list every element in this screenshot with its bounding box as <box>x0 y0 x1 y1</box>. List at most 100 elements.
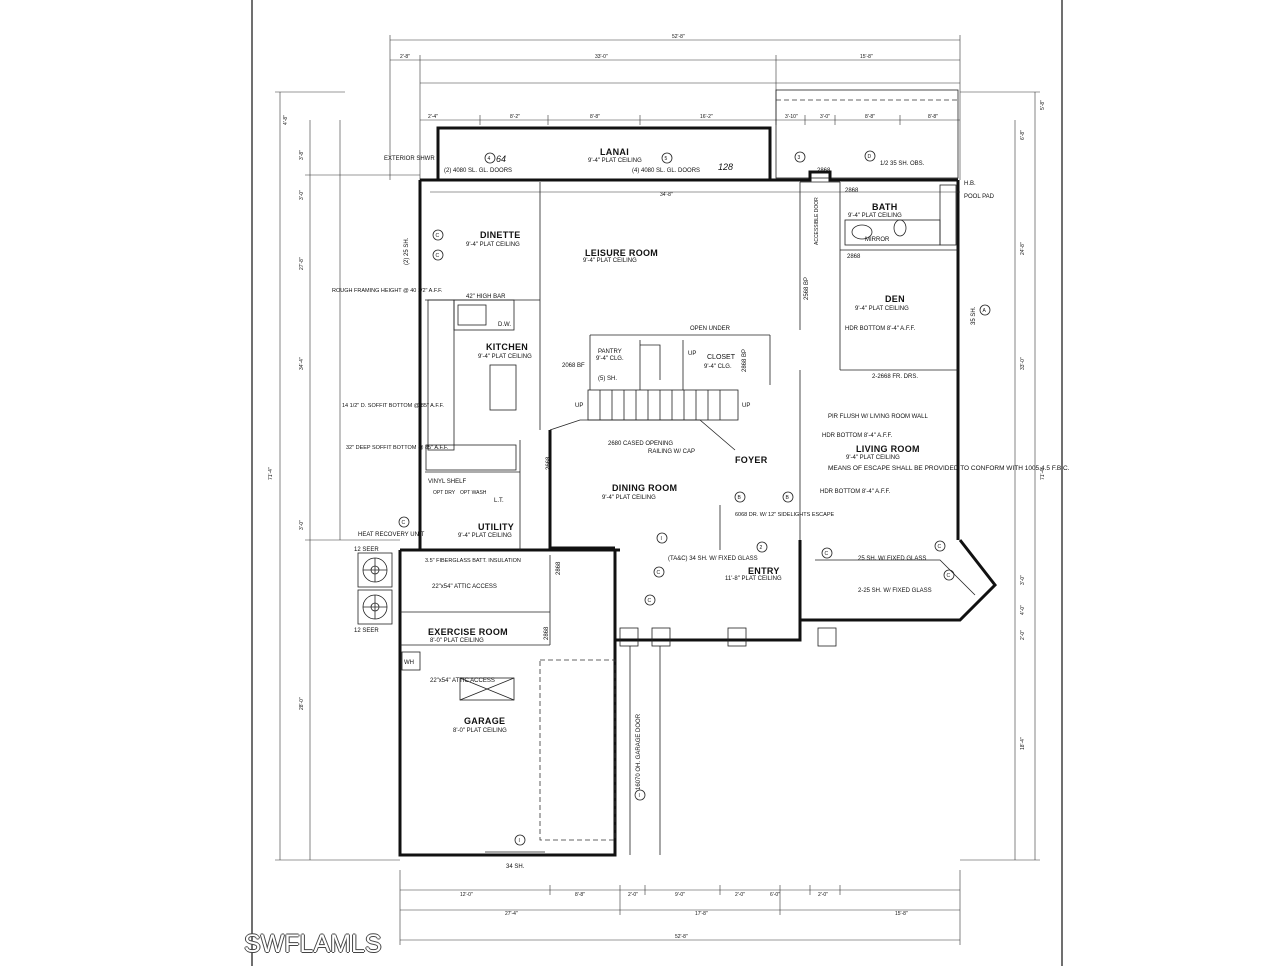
ac-units <box>357 552 393 625</box>
entry-columns <box>619 627 837 855</box>
dim-overall-bottom: 52'-8" <box>675 934 688 940</box>
dim-left-garage: 28'-0" <box>299 697 305 710</box>
note-cased-opening: 2680 CASED OPENING <box>608 441 673 447</box>
note-soffit-32: 32" DEEP SOFFIT BOTTOM @ 85" A.F.F. <box>346 445 449 451</box>
note-hdr-bottom-living2: HDR BOTTOM 8'-4" A.F.F. <box>820 489 891 495</box>
svg-text:2'-4": 2'-4" <box>428 114 438 120</box>
note-doors-right: (4) 4080 SL. GL. DOORS <box>632 168 700 174</box>
room-dining-ceiling: 9'-4" PLAT CEILING <box>602 495 656 501</box>
room-utility-ceiling: 9'-4" PLAT CEILING <box>458 533 512 539</box>
note-sh-35: 35 SH. <box>971 306 977 325</box>
svg-text:3'-0": 3'-0" <box>299 190 305 200</box>
dim-top-right: 15'-8" <box>860 54 873 60</box>
note-door-2668: 2668 <box>546 456 552 470</box>
bottom-dimensions: 12'-0" 8'-8" 2'-0" 9'-0" 2'-0" 6'-0" 2'-… <box>399 870 961 945</box>
room-closet-ceiling: 9'-4" CLG. <box>704 364 732 370</box>
note-door-2068: 2068 BF <box>562 363 585 369</box>
room-garage-name: GARAGE <box>464 716 505 726</box>
dim-left-overall: 71'-4" <box>268 467 274 480</box>
room-lanai-name: LANAI <box>600 147 629 157</box>
note-pantry-sh: (5) SH. <box>598 376 617 382</box>
room-garage-ceiling: 8'-0" PLAT CEILING <box>453 728 507 734</box>
room-entry-name: ENTRY <box>748 566 780 576</box>
dim-left-main: 34'-4" <box>299 357 305 370</box>
svg-text:4'-0": 4'-0" <box>1020 605 1026 615</box>
room-bath-name: BATH <box>872 202 898 212</box>
note-railing: RAILING W/ CAP <box>648 449 695 455</box>
marker-b1: B <box>738 495 742 501</box>
note-pir-flush: PIR FLUSH W/ LIVING ROOM WALL <box>828 414 928 420</box>
note-bp-2868: 2868 BP <box>742 349 748 372</box>
marker-c8: C <box>402 520 406 526</box>
note-seer-bottom: 12 SEER <box>354 628 379 634</box>
svg-text:3'-0": 3'-0" <box>1020 575 1026 585</box>
dim-overall-top: 52'-8" <box>672 34 685 40</box>
top-dimensions: 52'-8" 33'-0" 15'-8" 2'-8" 2'-4" 8'-2" 8… <box>389 34 961 180</box>
note-garage-door: 16070 OH. GARAGE DOOR <box>636 713 642 790</box>
note-doors-left-hand: 64 <box>496 154 506 164</box>
dim-bottom-left: 27'-4" <box>505 911 518 917</box>
marker-i3: I <box>519 838 520 844</box>
svg-text:8'-2": 8'-2" <box>510 114 520 120</box>
note-up-3: UP <box>688 351 696 357</box>
room-utility-name: UTILITY <box>478 522 514 532</box>
svg-text:24'-8": 24'-8" <box>1020 242 1026 255</box>
marker-c5: C <box>947 573 951 579</box>
note-hdr-bottom-den: HDR BOTTOM 8'-4" A.F.F. <box>845 326 916 332</box>
svg-text:4'-8": 4'-8" <box>283 115 289 125</box>
room-den-ceiling: 9'-4" PLAT CEILING <box>855 306 909 312</box>
marker-4: 4 <box>488 156 491 162</box>
note-open-under: OPEN UNDER <box>690 326 731 332</box>
svg-text:8'-8": 8'-8" <box>575 892 585 898</box>
garage-details <box>401 651 616 853</box>
room-dining-name: DINING ROOM <box>612 483 677 493</box>
note-opt-dry: OPT DRY <box>433 490 456 496</box>
svg-text:2'-0": 2'-0" <box>628 892 638 898</box>
note-escape: MEANS OF ESCAPE SHALL BE PROVIDED TO CON… <box>828 465 1070 472</box>
room-kitchen-name: KITCHEN <box>486 342 528 352</box>
room-closet-name: CLOSET <box>707 354 736 361</box>
note-door-2868b: 2868 <box>845 188 859 194</box>
svg-text:8'-8": 8'-8" <box>590 114 600 120</box>
dim-right-overall: 71'-4" <box>1040 467 1046 480</box>
svg-text:2'-8": 2'-8" <box>400 54 410 60</box>
note-attic-access2: 22"x54" ATTIC ACCESS <box>430 678 495 684</box>
marker-c3: C <box>825 551 829 557</box>
svg-text:3'-0": 3'-0" <box>299 520 305 530</box>
note-attic-access: 22"x54" ATTIC ACCESS <box>432 584 497 590</box>
note-vinyl-shelf: VINYL SHELF <box>428 479 466 485</box>
note-seer-top: 12 SEER <box>354 547 379 553</box>
watermark-logo: SWFLAMLS <box>244 930 382 958</box>
note-sh-fixed-glass2: 2-25 SH. W/ FIXED GLASS <box>858 588 932 594</box>
svg-text:3'-0": 3'-0" <box>820 114 830 120</box>
svg-text:3'-10": 3'-10" <box>785 114 798 120</box>
note-opt-wash: OPT WASH <box>460 490 487 496</box>
pool-pad-area <box>775 89 959 179</box>
note-sh-fixed-glass: 25 SH. W/ FIXED GLASS <box>858 556 926 562</box>
note-soffit-14: 14 1/2" D. SOFFIT BOTTOM @ 85" A.F.F. <box>342 403 444 409</box>
room-living-name: LIVING ROOM <box>856 444 920 454</box>
marker-d: D <box>868 154 872 160</box>
marker-c2: C <box>436 253 440 259</box>
svg-text:5'-8": 5'-8" <box>1040 100 1046 110</box>
svg-text:6'-0": 6'-0" <box>770 892 780 898</box>
staircase <box>549 344 739 451</box>
room-leisure-ceiling: 9'-4" PLAT CEILING <box>583 258 637 264</box>
room-bath-ceiling: 9'-4" PLAT CEILING <box>848 213 902 219</box>
note-fr-drs: 2-2668 FR. DRS. <box>872 374 918 380</box>
room-foyer-name: FOYER <box>735 455 768 465</box>
note-mirror: MIRROR <box>865 237 890 243</box>
svg-text:27'-8": 27'-8" <box>299 257 305 270</box>
note-door-2868e: 2868 <box>556 561 562 575</box>
note-high-bar: 42" HIGH BAR <box>466 294 506 300</box>
kitchen-counters <box>425 299 517 471</box>
note-shwr-dims: 34 SH. <box>506 864 525 870</box>
room-pantry-name: PANTRY <box>598 349 622 355</box>
marker-b2: B <box>786 495 790 501</box>
room-dinette-name: DINETTE <box>480 230 521 240</box>
room-kitchen-ceiling: 9'-4" PLAT CEILING <box>478 354 532 360</box>
note-accessible: ACCESSIBLE DOOR <box>814 197 820 245</box>
note-sidelights: 6068 DR. W/ 12" SIDELIGHTS ESCAPE <box>735 512 834 518</box>
note-pool-pad: POOL PAD <box>964 194 995 200</box>
